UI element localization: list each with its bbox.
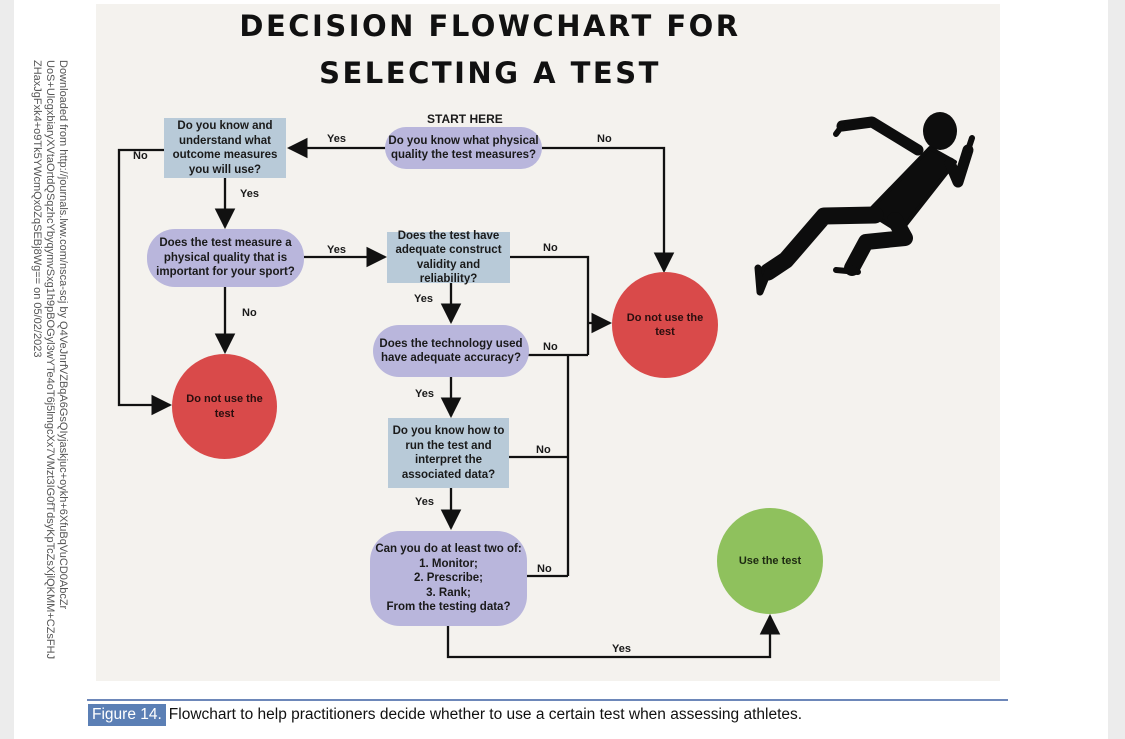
edge-label-yes: Yes <box>240 188 259 200</box>
outcome-do-not-use-right: Do not use the test <box>612 272 718 378</box>
question-important-quality: Does the test measure a physical quality… <box>147 229 304 287</box>
edge-label-yes: Yes <box>327 244 346 256</box>
edge-label-yes: Yes <box>415 496 434 508</box>
figure-caption-text: Flowchart to help practitioners decide w… <box>168 706 803 723</box>
outcome-do-not-use-left: Do not use the test <box>172 354 277 459</box>
download-watermark: Downloaded from http://journals.lww.com/… <box>31 60 69 660</box>
question-run-and-interpret: Do you know how to run the test and inte… <box>388 418 509 488</box>
edge-label-no: No <box>242 307 257 319</box>
flowchart-title: DECISION FLOWCHART FOR SELECTING A TEST <box>190 3 790 97</box>
question-technology-accuracy: Does the technology used have adequate a… <box>373 325 529 377</box>
edge-label-yes: Yes <box>327 133 346 145</box>
edge-q1-no <box>542 146 675 274</box>
figure-label: Figure 14. <box>88 704 166 726</box>
edge-label-no: No <box>133 150 148 162</box>
flowchart-panel <box>96 4 1000 681</box>
edge-q7-yes <box>446 613 781 659</box>
edge-q2-no <box>117 148 173 416</box>
edge-label-no: No <box>536 444 551 456</box>
question-monitor-prescribe-rank: Can you do at least two of: 1. Monitor; … <box>370 531 527 626</box>
edge-label-no: No <box>537 563 552 575</box>
edge-label-no: No <box>543 341 558 353</box>
outcome-use-the-test: Use the test <box>717 508 823 614</box>
edge-label-yes: Yes <box>414 293 433 305</box>
edge-label-yes: Yes <box>415 388 434 400</box>
figure-caption: Figure 14. Flowchart to help practitione… <box>87 699 1008 729</box>
question-validity-reliability: Does the test have adequate construct va… <box>387 230 510 285</box>
start-here-label: START HERE <box>427 112 503 126</box>
question-physical-quality: Do you know what physical quality the te… <box>385 127 542 169</box>
edge-label-no: No <box>543 242 558 254</box>
question-outcome-measures: Do you know and understand what outcome … <box>164 118 286 178</box>
edge-label-no: No <box>597 133 612 145</box>
title-line-1: DECISION FLOWCHART FOR <box>239 9 741 43</box>
edge-label-yes: Yes <box>612 643 631 655</box>
title-line-2: SELECTING A TEST <box>319 56 661 90</box>
